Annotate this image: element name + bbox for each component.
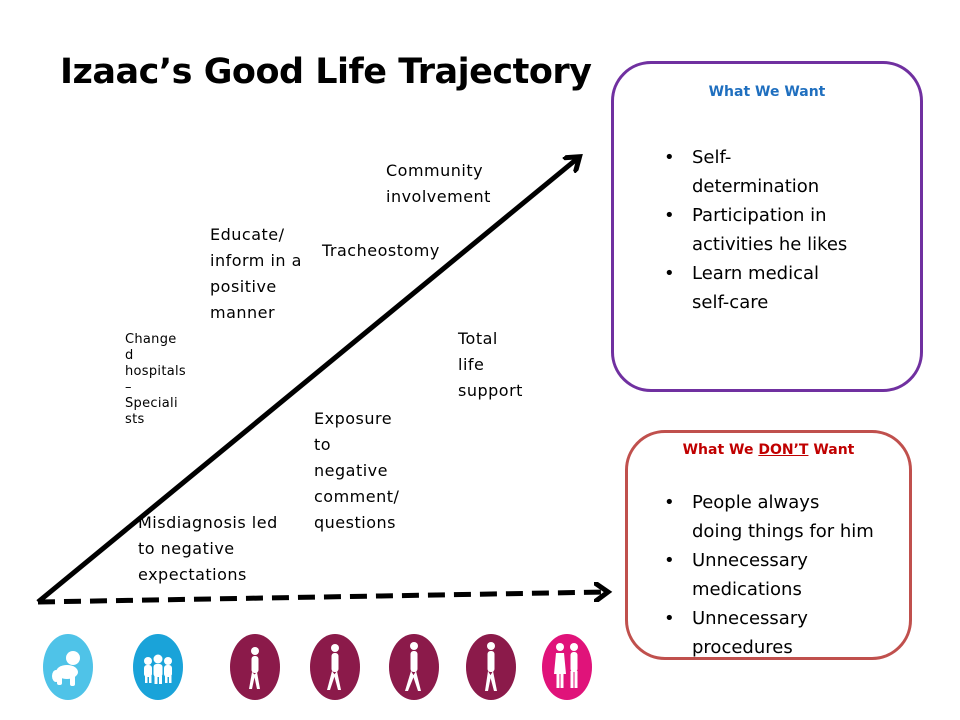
label-tracheostomy: Tracheostomy [322,241,440,260]
baseline-dashed-arrow [37,592,606,605]
dont-want-item: Unnecessary procedures [662,604,912,662]
page-title: Izaac’s Good Life Trajectory [60,52,592,92]
want-item: Learn medical self-care [662,259,902,317]
child-walking-icon [230,634,280,700]
dont-want-item: Unnecessary medications [662,546,912,604]
children-icon [133,634,183,700]
good-life-arrow [36,158,578,604]
label-misdiagnosis: Misdiagnosis led to negative expectation… [138,513,278,584]
label-changed-hospitals: Change d hospitals – Speciali sts [125,332,186,427]
couple-icon [542,634,592,700]
adult-standing-icon [466,634,516,700]
label-educate: Educate/ inform in a positive manner [210,225,302,322]
what-we-want-panel: What We Want Self- determination Partici… [611,61,923,392]
label-community: Community involvement [386,161,491,206]
what-we-dont-want-list: People always doing things for him Unnec… [662,488,912,662]
what-we-dont-want-panel: What We DON’T Want People always doing t… [625,430,912,660]
what-we-want-heading: What We Want [708,84,826,100]
want-item: Self- determination [662,143,902,201]
teen-walking-icon [310,634,360,700]
what-we-want-list: Self- determination Participation in act… [662,143,902,317]
want-item: Participation in activities he likes [662,201,902,259]
label-total-life-support: Total life support [458,329,523,400]
dont-want-item: People always doing things for him [662,488,912,546]
label-exposure: Exposure to negative comment/ questions [314,409,400,532]
adult-walking-icon [389,634,439,700]
what-we-dont-want-heading: What We DON’T Want [682,442,855,458]
baby-icon [43,634,93,700]
